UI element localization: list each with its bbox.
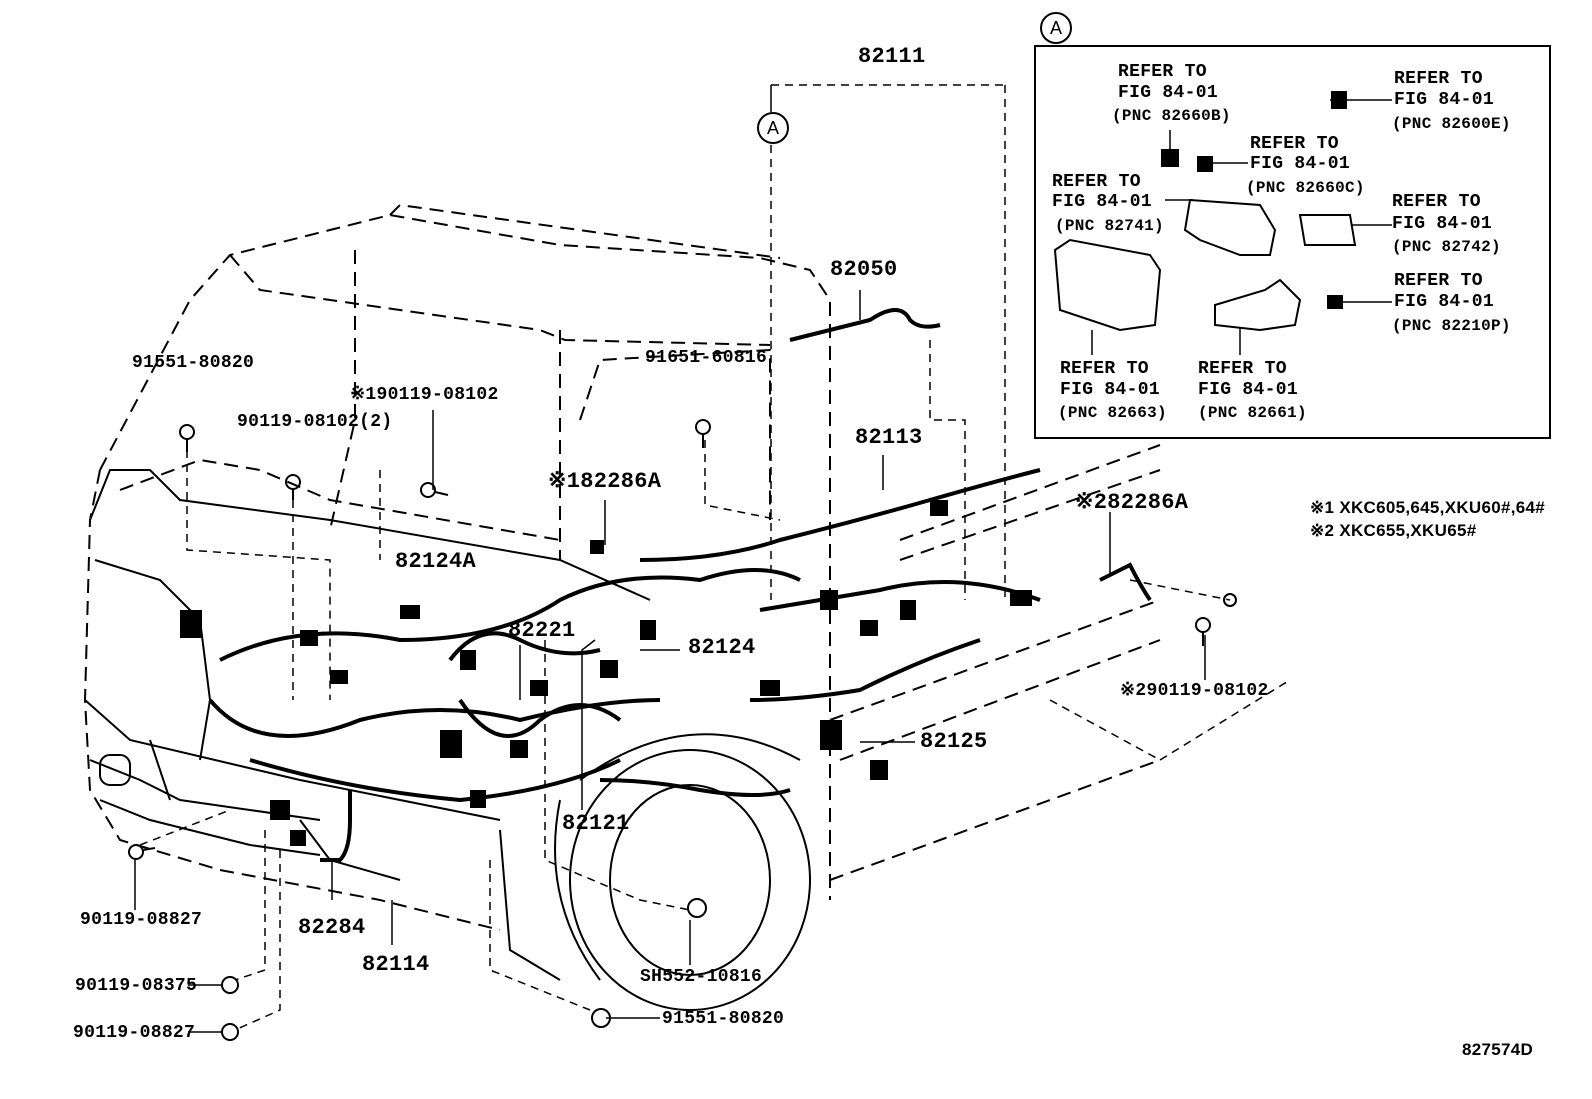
ref-line2: FIG 84-01 (1118, 83, 1218, 103)
fastener-90119-08102-qty2-label: 90119-08102(2) (237, 412, 393, 432)
fastener-90119-08102-note2-label: ※290119-08102 (1120, 681, 1269, 701)
part-82111-label: 82111 (858, 44, 926, 69)
part-82114-label: 82114 (362, 952, 430, 977)
bolts (128, 419, 1237, 1041)
part-82121-label: 82121 (562, 811, 630, 836)
part-82286A-note2-label: ※282286A (1075, 490, 1189, 515)
footnote-2: ※2 XKC655,XKU65# (1310, 521, 1477, 540)
part-82125-label: 82125 (920, 729, 988, 754)
inset-parts (1053, 91, 1357, 332)
ref-pnc: (PNC 82741) (1055, 217, 1164, 235)
fastener-90119-08827-a-label: 90119-08827 (80, 910, 203, 930)
inset-marker: A (1040, 12, 1072, 44)
fastener-90119-08827-b-label: 90119-08827 (73, 1023, 196, 1043)
diagram-id: 827574D (1462, 1040, 1534, 1059)
ref-pnc: (PNC 82660B) (1112, 107, 1231, 125)
part-82221-label: 82221 (508, 618, 576, 643)
ref-line1: REFER TO (1198, 359, 1287, 379)
fastener-91551-80820-bottom-label: 91551-80820 (662, 1009, 785, 1029)
front-structure (84, 469, 651, 981)
part-82124-label: 82124 (688, 635, 756, 660)
fastener-90119-08102-note1-label: ※190119-08102 (350, 385, 499, 405)
footnote-1: ※1 XKC605,645,XKU60#,64# (1310, 498, 1546, 517)
inset-frame (1034, 45, 1551, 439)
ref-pnc: (PNC 82660C) (1246, 179, 1365, 197)
part-82286A-note1-label: ※182286A (548, 469, 662, 494)
connectors (180, 500, 1032, 846)
ref-pnc: (PNC 82600E) (1392, 115, 1511, 133)
view-marker: A (757, 112, 789, 144)
part-82124A-label: 82124A (395, 549, 477, 574)
cab-outline (83, 203, 1161, 931)
ref-line2: FIG 84-01 (1198, 380, 1298, 400)
part-82050-label: 82050 (830, 257, 898, 282)
ref-line2: FIG 84-01 (1052, 192, 1152, 212)
ref-pnc: (PNC 82742) (1392, 238, 1501, 256)
part-82284-label: 82284 (298, 915, 366, 940)
ref-line1: REFER TO (1052, 172, 1141, 192)
part-82113-label: 82113 (855, 425, 923, 450)
ref-line1: REFER TO (1118, 62, 1207, 82)
fastener-91551-80820-top-label: 91551-80820 (132, 353, 255, 373)
ref-pnc: (PNC 82210P) (1392, 317, 1511, 335)
fastener-90119-08375-label: 90119-08375 (75, 976, 198, 996)
ref-line1: REFER TO (1060, 359, 1149, 379)
ref-line1: REFER TO (1250, 134, 1339, 154)
ref-line1: REFER TO (1394, 69, 1483, 89)
ref-pnc: (PNC 82661) (1198, 404, 1307, 422)
front-wheel (554, 733, 811, 1011)
ref-line2: FIG 84-01 (1250, 154, 1350, 174)
leader-lines (139, 84, 1291, 1031)
harness-wires (208, 308, 1152, 862)
ref-pnc: (PNC 82663) (1058, 404, 1167, 422)
ref-line2: FIG 84-01 (1394, 292, 1494, 312)
ref-line2: FIG 84-01 (1060, 380, 1160, 400)
ref-line1: REFER TO (1394, 271, 1483, 291)
fastener-91651-60816-label: 91651-60816 (645, 348, 768, 368)
ref-line1: REFER TO (1392, 192, 1481, 212)
fastener-SH552-10816-label: SH552-10816 (640, 967, 763, 987)
ref-line2: FIG 84-01 (1394, 90, 1494, 110)
ref-line2: FIG 84-01 (1392, 214, 1492, 234)
